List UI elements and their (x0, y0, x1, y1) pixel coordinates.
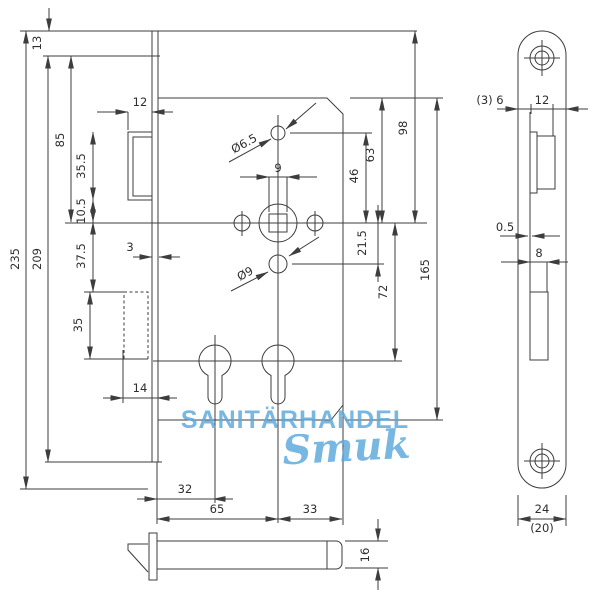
bottom-view (127, 532, 343, 581)
dim-label-32: 32 (178, 482, 193, 496)
dim-label-72: 72 (376, 285, 390, 300)
dim-label-37-5: 37.5 (74, 243, 88, 269)
leader-hole-bottom (230, 271, 269, 292)
dim-label-65: 65 (210, 502, 225, 516)
dim-label-12-faceplate: 12 (535, 93, 550, 107)
dim-label-13: 13 (30, 36, 44, 51)
dim-label-8: 8 (535, 246, 542, 260)
dim-label-12-latch: 12 (133, 95, 148, 109)
leader-hole-top (228, 138, 272, 163)
dim-label-35-5: 35.5 (74, 153, 88, 179)
dimension-lines (23, 8, 588, 590)
dim-label-235: 235 (8, 248, 22, 270)
dim-label-98: 98 (396, 121, 410, 136)
dim-label-33: 33 (303, 502, 318, 516)
faceplate-section (148, 532, 158, 581)
faceplate-edge (151, 30, 159, 463)
case-side-outline (157, 540, 343, 570)
dim-label-3: 3 (126, 240, 133, 254)
faceplate-outline (517, 30, 567, 489)
dim-label-46: 46 (347, 169, 361, 184)
dim-label-20: (20) (530, 521, 554, 535)
dim-label-24: 24 (535, 502, 550, 516)
dim-label-16: 16 (358, 548, 372, 563)
dim-label-9: 9 (274, 161, 281, 175)
extension-lines (20, 30, 567, 569)
watermark: SANITÄRHANDEL Smuk (181, 406, 412, 474)
latch-bolt-head (127, 131, 153, 201)
dim-label-209: 209 (30, 248, 44, 270)
latch-bevel (127, 543, 149, 573)
dim-label-dia-6-5: Ø6.5 (229, 131, 260, 157)
dim-label-dia-9: Ø9 (235, 263, 256, 283)
dim-label-0-5: 0.5 (496, 220, 514, 234)
dim-label-35: 35 (71, 318, 85, 333)
dim-label-165: 165 (418, 259, 432, 281)
dim-label-10-5: 10.5 (74, 198, 88, 224)
dim-label-63: 63 (363, 148, 377, 163)
dim-label-3-6: (3) 6 (476, 93, 503, 107)
watermark-line2: Smuk (281, 421, 411, 475)
latch-slot-lip (529, 131, 538, 194)
deadbolt-hidden-outline (123, 291, 149, 360)
front-view (123, 30, 344, 463)
faceplate-view (517, 30, 567, 489)
dim-label-14: 14 (133, 381, 148, 395)
latch-slot (536, 135, 556, 190)
watermark-line1: SANITÄRHANDEL (181, 406, 409, 434)
dim-label-21-5: 21.5 (355, 230, 369, 256)
deadbolt-slot (529, 291, 549, 361)
dim-label-85: 85 (53, 133, 67, 148)
